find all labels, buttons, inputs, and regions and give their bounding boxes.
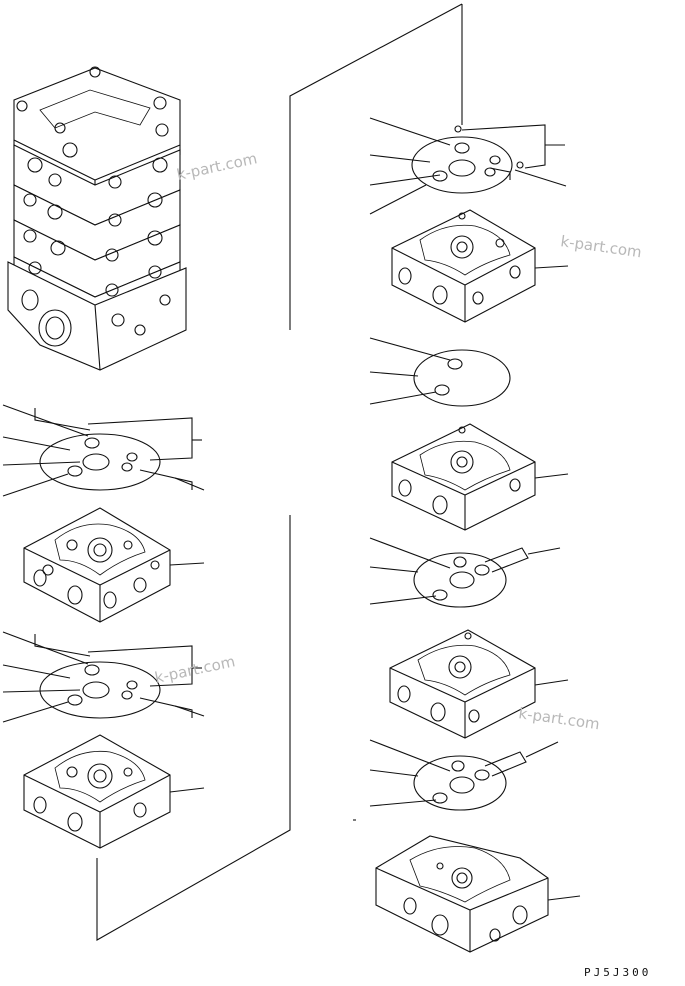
seal-plate-right-3	[369, 537, 561, 608]
assembly-connector-lines	[96, 3, 463, 941]
watermark-1: k-part.com	[175, 149, 259, 184]
seal-plate-left-2	[2, 631, 205, 723]
valve-end-block	[375, 835, 581, 953]
watermark-3: k-part.com	[153, 652, 237, 687]
seal-plate-right-2	[369, 337, 511, 407]
valve-section-left-1	[23, 507, 205, 623]
section-ports	[21, 157, 171, 347]
seal-plate-right-4	[369, 739, 559, 811]
watermark-4: k-part.com	[517, 704, 600, 733]
valve-section-right-3	[389, 629, 569, 739]
watermark-2: k-part.com	[559, 232, 642, 261]
drawing-code: PJ5J300	[584, 966, 652, 979]
valve-section-right-2	[391, 423, 569, 531]
assembled-valve-stack	[7, 66, 187, 371]
seal-plate-left-1	[2, 404, 205, 497]
watermarks: k-part.com k-part.com k-part.com k-part.…	[153, 149, 643, 733]
seal-plate-right-1	[369, 117, 567, 215]
valve-section-left-2	[23, 734, 205, 849]
valve-section-right-1	[391, 209, 569, 323]
